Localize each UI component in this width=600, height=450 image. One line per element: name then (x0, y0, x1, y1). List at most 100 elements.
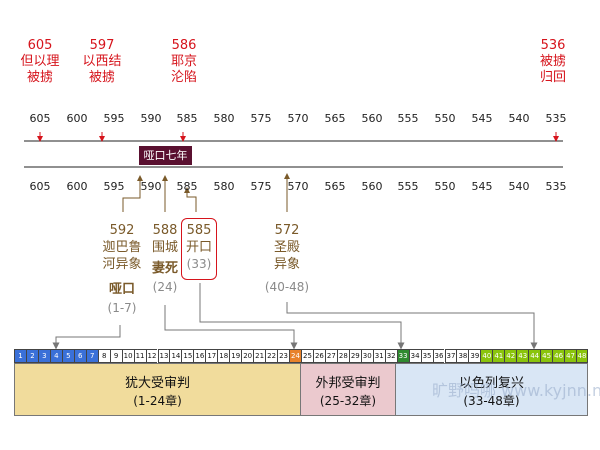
event-chapter-range: (24) (152, 280, 178, 294)
chapter-cell-14: 14 (169, 349, 182, 363)
chapter-cell-27: 27 (324, 349, 337, 363)
section-nations-judgment: 外邦受审判 (25-32章) (300, 363, 395, 416)
chapter-cell-11: 11 (133, 349, 146, 363)
top-event-597: 597 以西结 被掳 (78, 38, 126, 86)
tick-label: 605 (29, 180, 51, 193)
event-line1: 迦巴鲁 (102, 240, 142, 255)
tick-label: 590 (140, 180, 162, 193)
event-year: 536 (540, 38, 566, 53)
event-line2: 河异象 (102, 257, 142, 272)
tick-label: 560 (361, 112, 383, 125)
chapter-cell-43: 43 (516, 349, 529, 363)
chapter-cell-47: 47 (564, 349, 577, 363)
tick-label: 575 (250, 180, 272, 193)
chapter-cell-19: 19 (229, 349, 242, 363)
event-line1: 开口 (185, 240, 212, 255)
chapter-cell-29: 29 (348, 349, 361, 363)
chapter-cell-7: 7 (85, 349, 98, 363)
tick-label: 535 (545, 112, 567, 125)
chapter-cell-23: 23 (277, 349, 290, 363)
chapter-cell-3: 3 (37, 349, 50, 363)
chapter-cell-41: 41 (492, 349, 505, 363)
tick-label: 590 (140, 112, 162, 125)
chapter-cell-44: 44 (528, 349, 541, 363)
chapter-cell-46: 46 (552, 349, 565, 363)
section-chapters: (33-48章) (463, 394, 520, 408)
top-timeline: 605 但以理 被掳 597 以西结 被掳 586 耶京 沦陷 536 被掳 归… (0, 0, 600, 140)
chapter-cell-32: 32 (384, 349, 397, 363)
tick-label: 555 (397, 112, 419, 125)
event-line1: 被掳 (539, 54, 566, 69)
chapter-cell-1: 1 (14, 349, 26, 363)
event-line1: 圣殿 (273, 240, 300, 255)
event-year: 588 (152, 223, 178, 238)
tick-label: 605 (29, 112, 51, 125)
chapter-cell-2: 2 (25, 349, 38, 363)
chapter-cell-45: 45 (540, 349, 553, 363)
event-chapter-range: (1-7) (107, 301, 137, 315)
tick-label: 595 (103, 112, 125, 125)
tick-label: 580 (213, 180, 235, 193)
chapter-cell-33: 33 (396, 349, 409, 363)
tick-label: 550 (434, 180, 456, 193)
event-line2: 被掳 (88, 70, 115, 85)
tick-label: 540 (508, 180, 530, 193)
chapter-cell-4: 4 (49, 349, 62, 363)
tick-label: 600 (66, 112, 88, 125)
chapter-cell-34: 34 (408, 349, 421, 363)
chapter-cell-12: 12 (145, 349, 158, 363)
top-event-536: 536 被掳 归回 (529, 38, 577, 86)
event-line1: 但以理 (20, 54, 60, 69)
event-line2: 沦陷 (170, 70, 197, 85)
chapter-cell-35: 35 (420, 349, 433, 363)
event-line1: 围城 (151, 240, 178, 255)
chapter-cell-17: 17 (205, 349, 218, 363)
section-name: 以色列复兴 (458, 376, 524, 391)
section-judah-judgment: 犹大受审判 (1-24章) (14, 363, 300, 416)
chapter-cell-40: 40 (480, 349, 493, 363)
watermark: 旷野吗哪 www.kyjnn.net (432, 381, 600, 400)
event-line2: 归回 (539, 70, 566, 85)
chapter-cell-10: 10 (121, 349, 134, 363)
chapter-cell-16: 16 (193, 349, 206, 363)
event-588: 588 围城 妻死 (24) (139, 222, 191, 296)
chapter-cell-42: 42 (504, 349, 517, 363)
tick-label: 540 (508, 112, 530, 125)
chapter-cell-39: 39 (468, 349, 481, 363)
top-event-605: 605 但以理 被掳 (16, 38, 64, 86)
chapter-cell-38: 38 (456, 349, 469, 363)
tick-label: 535 (545, 180, 567, 193)
chapter-cell-18: 18 (217, 349, 230, 363)
section-name: 外邦受审判 (315, 376, 381, 391)
dumb-seven-years-bar: 哑口七年 (139, 146, 192, 165)
event-line1: 耶京 (170, 54, 197, 69)
chapter-cell-24: 24 (289, 349, 301, 363)
event-year: 605 (27, 38, 53, 53)
chapter-cell-28: 28 (336, 349, 349, 363)
event-year: 592 (109, 223, 135, 238)
event-year: 586 (171, 38, 197, 53)
event-line2: 被掳 (26, 70, 53, 85)
section-name: 犹大受审判 (124, 376, 190, 391)
chapter-cell-37: 37 (444, 349, 457, 363)
tick-label: 580 (213, 112, 235, 125)
chapter-cell-22: 22 (265, 349, 278, 363)
event-line2: 妻死 (151, 261, 178, 276)
event-year: 572 (274, 223, 300, 238)
chapter-cell-25: 25 (301, 349, 313, 363)
tick-label: 545 (471, 112, 493, 125)
top-event-586: 586 耶京 沦陷 (160, 38, 208, 86)
chapter-cell-9: 9 (109, 349, 122, 363)
tick-label: 570 (287, 112, 309, 125)
tick-label: 585 (176, 112, 198, 125)
event-chapter-range: (33) (186, 257, 212, 271)
chapter-cell-13: 13 (157, 349, 170, 363)
event-line1: 以西结 (82, 54, 122, 69)
tick-label: 565 (324, 112, 346, 125)
chapter-cell-15: 15 (181, 349, 194, 363)
tick-label: 600 (66, 180, 88, 193)
tick-label: 550 (434, 112, 456, 125)
section-chapters: (1-24章) (133, 394, 182, 408)
chapter-cell-20: 20 (241, 349, 254, 363)
